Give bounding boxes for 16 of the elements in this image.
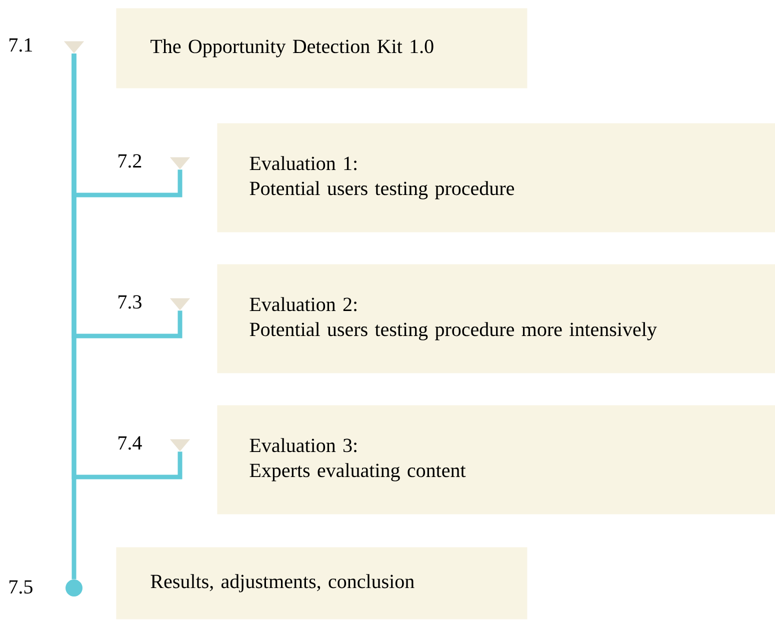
step-number: 7.4	[118, 436, 142, 450]
step-number: 7.5	[10, 580, 32, 594]
process-box: Evaluation 1: Potential users testing procedure	[217, 123, 775, 232]
process-box: Evaluation 3: Experts evaluating content	[217, 405, 775, 514]
branch-line	[72, 54, 182, 480]
step-marker	[170, 298, 190, 310]
step-marker	[170, 439, 190, 452]
step-number: 7.3	[118, 295, 142, 309]
step-marker	[64, 41, 84, 54]
end-dot	[66, 580, 82, 596]
step-number: 7.1	[10, 38, 32, 52]
step-number: 7.2	[118, 154, 142, 168]
process-box: Evaluation 2: Potential users testing procedure more intensively	[217, 264, 775, 374]
step-marker	[170, 157, 190, 170]
process-box: The Opportunity Detection Kit 1.0	[116, 8, 528, 88]
process-box: Results, adjustments, conclusion	[116, 547, 528, 620]
